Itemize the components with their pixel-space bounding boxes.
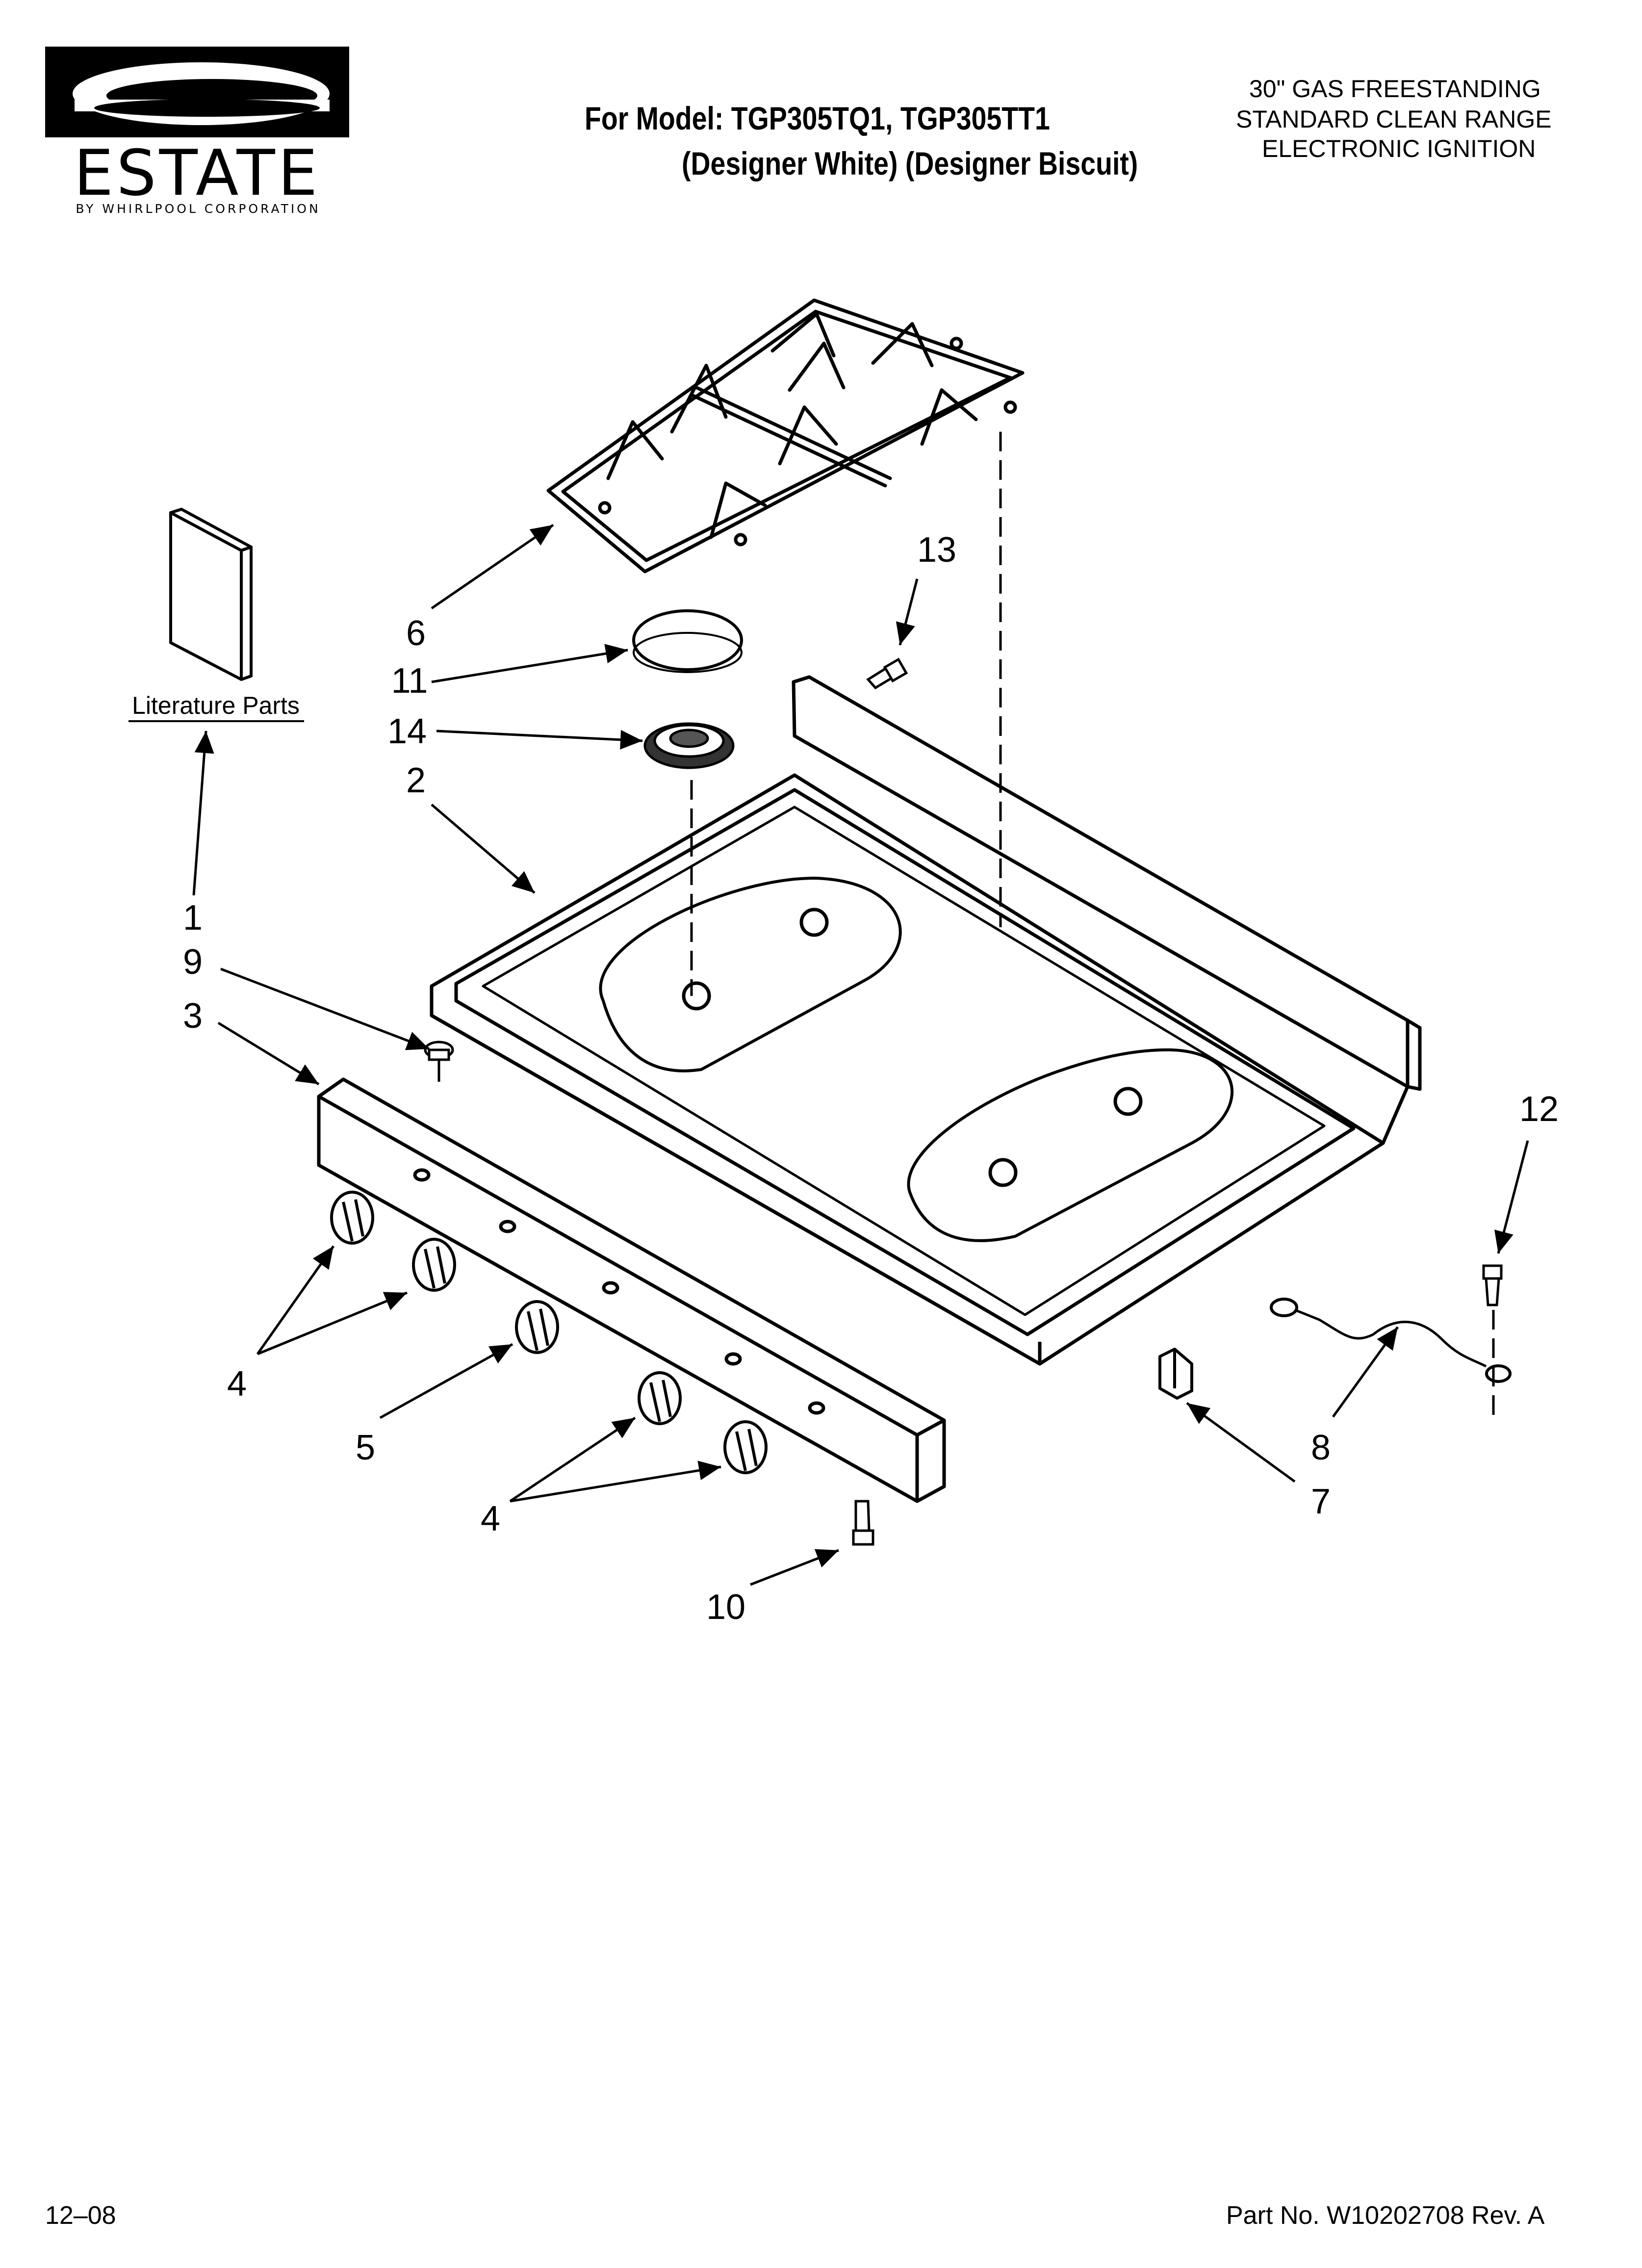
callout-8: 8 xyxy=(1311,1428,1331,1467)
callout-9: 9 xyxy=(183,942,203,982)
color-line: (Designer White) (Designer Biscuit) xyxy=(682,145,1138,182)
callout-6: 6 xyxy=(406,614,426,653)
brand-swoosh-icon xyxy=(45,47,349,137)
ground-wire-8 xyxy=(1270,1298,1512,1383)
callout-3: 3 xyxy=(183,996,203,1036)
knob-5 xyxy=(723,1420,768,1474)
burner-base xyxy=(643,722,735,769)
burner-cap xyxy=(632,609,743,673)
assembly-guide-lines xyxy=(690,432,1495,1423)
knob-3 xyxy=(515,1300,559,1354)
screw-12 xyxy=(1482,1264,1503,1306)
knob-2 xyxy=(412,1238,456,1292)
bracket-7 xyxy=(1158,1348,1193,1400)
burner-grate xyxy=(546,298,1025,574)
callout-11: 11 xyxy=(391,661,428,701)
callout-10: 10 xyxy=(706,1588,745,1627)
revision-date: 12–08 xyxy=(45,2201,116,2230)
spec-line-3: ELECTRONIC IGNITION xyxy=(1262,135,1536,162)
callout-2: 2 xyxy=(406,761,426,800)
spec-line-2: STANDARD CLEAN RANGE xyxy=(1236,105,1552,133)
callout-literature-parts: Literature Parts xyxy=(132,692,300,719)
callout-13: 13 xyxy=(917,530,956,570)
callout-4b: 4 xyxy=(481,1499,500,1538)
callout-4a: 4 xyxy=(227,1364,247,1404)
brand-name: ESTATE xyxy=(74,137,321,210)
callout-5: 5 xyxy=(356,1428,375,1467)
callout-7: 7 xyxy=(1311,1482,1331,1521)
leader-arrows xyxy=(192,523,1529,1586)
screw-9 xyxy=(424,1041,454,1082)
brand-tagline: BY WHIRLPOOL CORPORATION xyxy=(76,202,321,216)
part-number: Part No. W10202708 Rev. A xyxy=(1226,2201,1545,2230)
callout-12: 12 xyxy=(1519,1090,1559,1129)
screw-13 xyxy=(866,657,908,690)
callout-14: 14 xyxy=(387,712,427,751)
cooktop-panel xyxy=(430,675,1422,1366)
model-line: For Model: TGP305TQ1, TGP305TT1 xyxy=(585,100,1050,136)
literature-booklet xyxy=(169,508,253,681)
callout-numbers: 1 9 3 2 6 11 14 13 4 5 4 10 7 8 12 xyxy=(183,530,1559,1627)
knob-4 xyxy=(638,1371,682,1425)
screw-10 xyxy=(852,1500,874,1546)
brand-logo: ESTATE BY WHIRLPOOL CORPORATION xyxy=(45,47,349,216)
callout-1: 1 xyxy=(183,898,203,938)
control-knobs xyxy=(330,1191,768,1474)
knob-1 xyxy=(330,1191,374,1245)
control-panel xyxy=(317,1077,946,1503)
spec-line-1: 30" GAS FREESTANDING xyxy=(1249,75,1541,103)
